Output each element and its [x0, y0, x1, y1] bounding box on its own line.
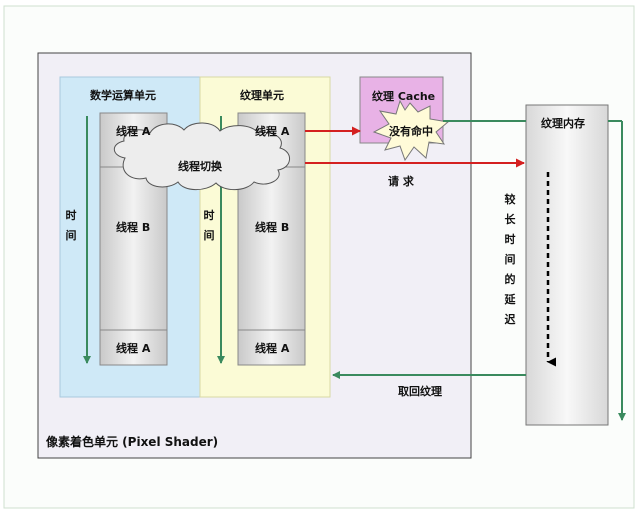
- long-latency-label: 较长时间的延迟: [504, 193, 516, 326]
- request-label: 请 求: [388, 175, 414, 188]
- texture-cache-label: 纹理 Cache: [372, 90, 436, 103]
- math-thread-a-top-label: 线程 A: [116, 125, 151, 138]
- texture-memory-label: 纹理内存: [541, 117, 585, 130]
- thread-switch-label: 线程切换: [178, 160, 222, 173]
- texture-time-label: 时间: [203, 209, 215, 242]
- math-thread-a-bottom-label: 线程 A: [116, 342, 151, 355]
- miss-label: 没有命中: [389, 125, 433, 138]
- texture-memory-box: [525, 104, 609, 426]
- pixel-shader-label: 像素着色单元 (Pixel Shader): [46, 435, 219, 449]
- fetch-texture-label: 取回纹理: [398, 385, 442, 398]
- texture-unit-label: 纹理单元: [240, 89, 284, 102]
- math-unit-label: 数学运算单元: [90, 89, 156, 102]
- math-thread-b-label: 线程 B: [116, 221, 151, 234]
- thread-switch-cloud: [113, 122, 290, 191]
- texture-thread-a-bottom-label: 线程 A: [255, 342, 290, 355]
- texture-thread-a-top-label: 线程 A: [255, 125, 290, 138]
- miss-starburst: [372, 99, 450, 162]
- math-time-label: 时间: [65, 209, 77, 242]
- texture-thread-b-label: 线程 B: [255, 221, 290, 234]
